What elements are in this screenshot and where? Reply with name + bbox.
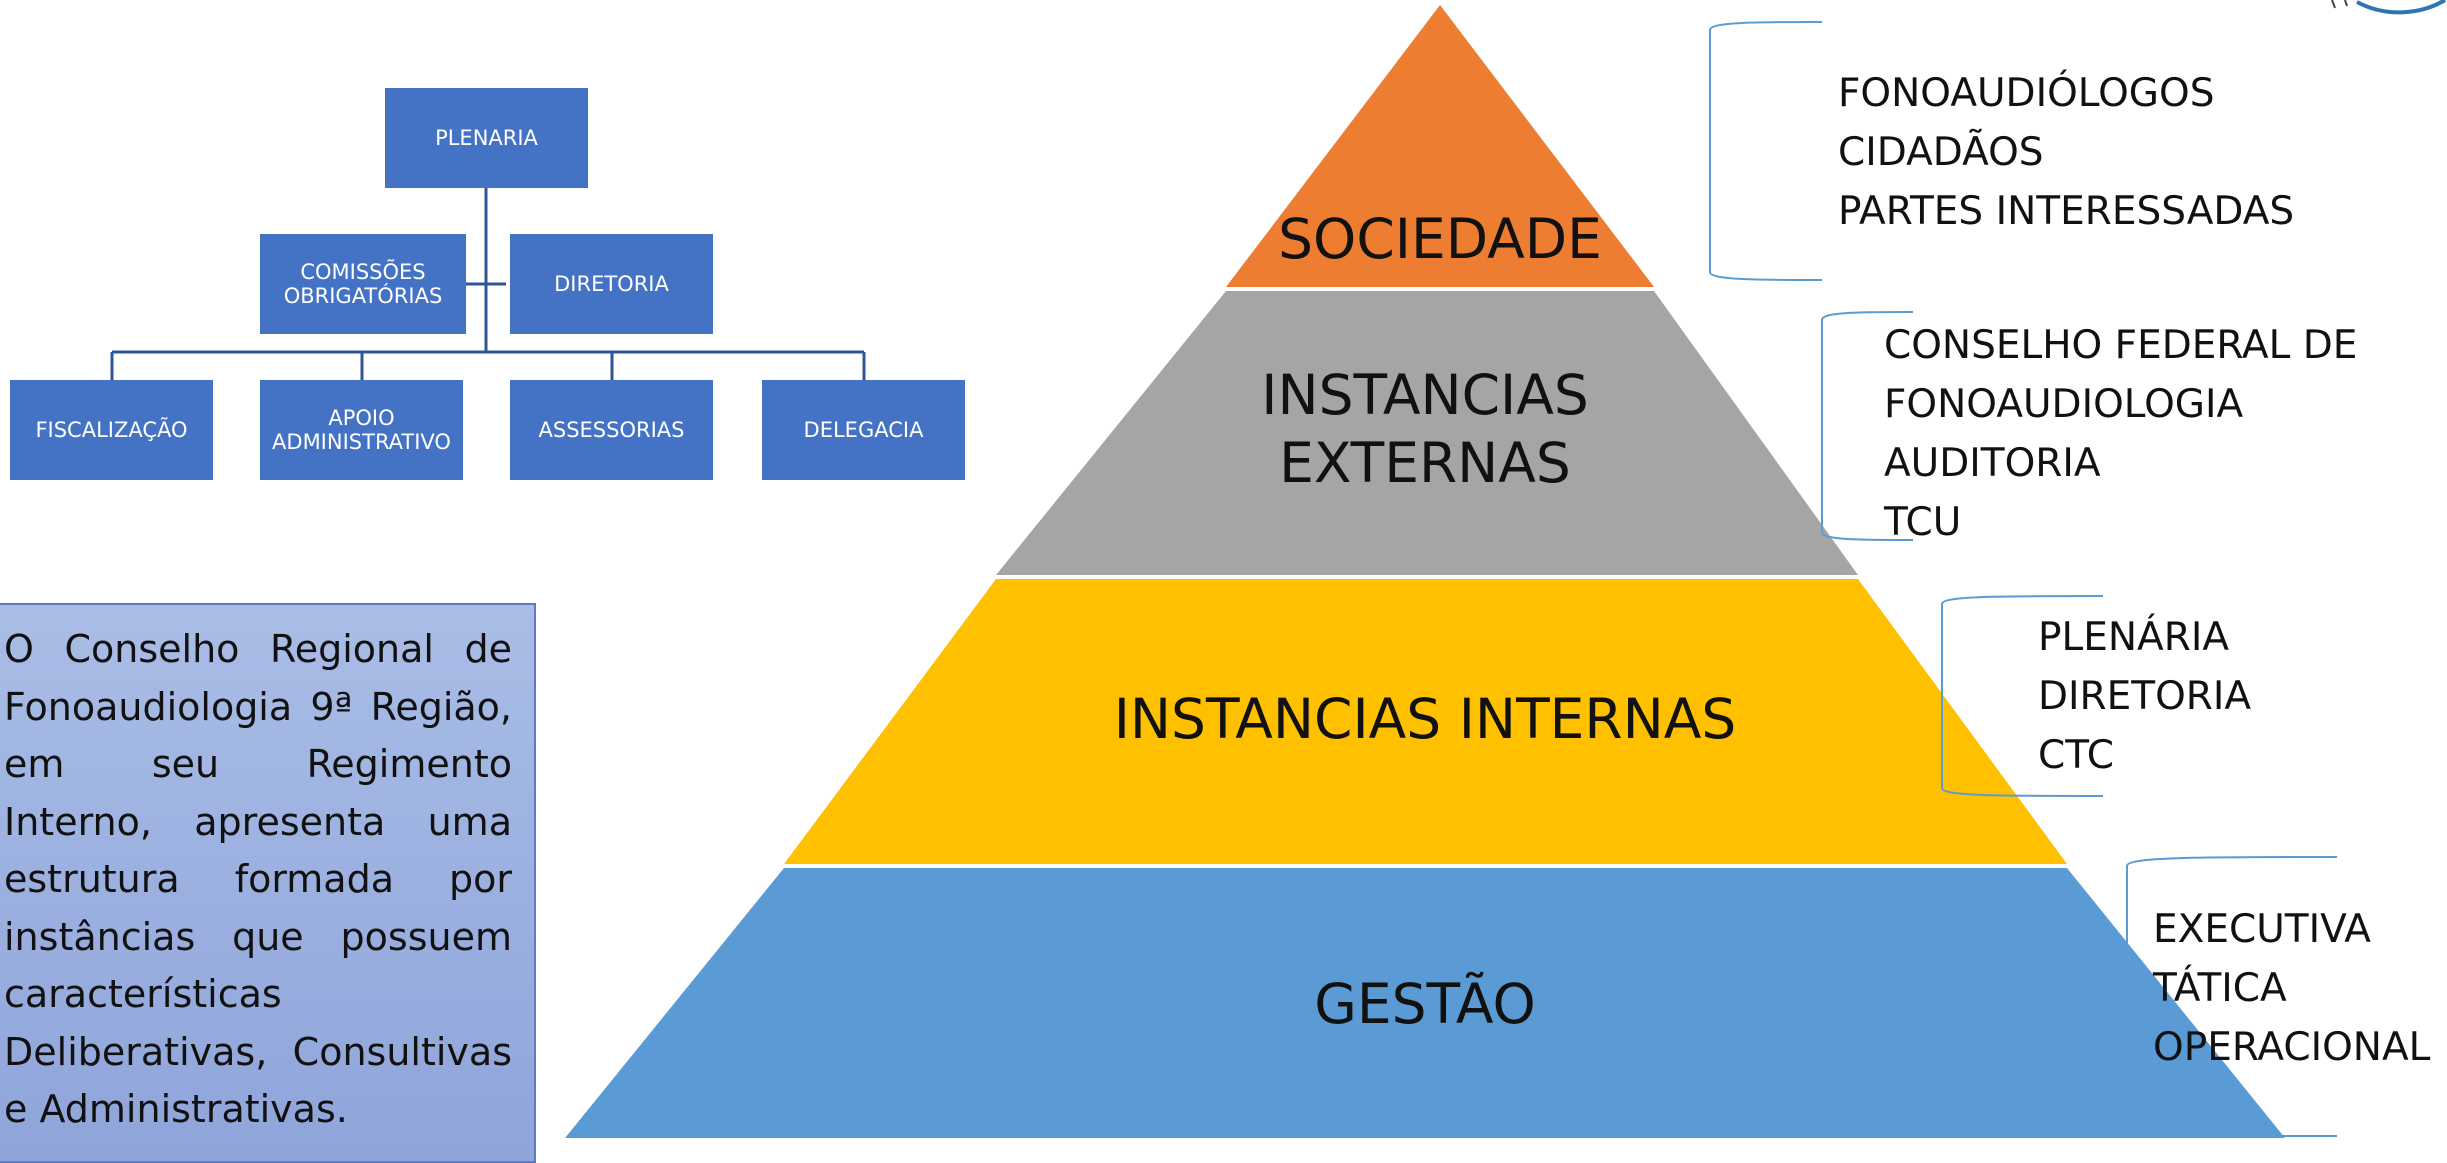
side-item: DIRETORIA — [2038, 674, 2252, 719]
side-item: PLENÁRIA — [2038, 615, 2230, 660]
org-label-apoio-2: ADMINISTRATIVO — [272, 430, 451, 454]
bracket-sociedade — [1709, 21, 1823, 281]
pyramid-label-sociedade-text: SOCIEDADE — [1278, 207, 1602, 272]
bracket-internas — [1941, 595, 2104, 797]
org-label-comissoes-1: COMISSÕES — [300, 259, 426, 284]
pyramid-label-externas-1: INSTANCIAS — [1261, 363, 1589, 428]
pyramid-label-externas: INSTANCIAS EXTERNAS — [1100, 360, 1750, 500]
org-box-apoio: APOIO ADMINISTRATIVO — [260, 380, 463, 480]
side-item: TÁTICA — [2153, 966, 2287, 1011]
org-connectors — [110, 188, 866, 380]
org-label-apoio-1: APOIO — [328, 405, 395, 430]
pyramid-label-internas-text: INSTANCIAS INTERNAS — [1113, 687, 1737, 752]
bracket-externas — [1821, 311, 1914, 541]
org-box-diretoria: DIRETORIA — [510, 234, 713, 334]
pyramid-label-externas-2: EXTERNAS — [1279, 431, 1571, 495]
description-box: O Conselho Regional de Fonoaudiologia 9ª… — [0, 603, 536, 1163]
side-list-sociedade: FONOAUDIÓLOGOS CIDADÃOS PARTES INTERESSA… — [1838, 64, 2294, 241]
pyramid-layer-gestao — [565, 868, 2285, 1138]
side-item: FONOAUDIÓLOGOS — [1838, 71, 2215, 116]
side-item: OPERACIONAL — [2153, 1025, 2431, 1070]
pyramid-label-internas: INSTANCIAS INTERNAS — [1000, 675, 1850, 765]
org-label-plenaria: PLENARIA — [435, 125, 538, 150]
org-label-fiscalizacao: FISCALIZAÇÃO — [35, 417, 188, 442]
side-item: CONSELHO FEDERAL DE — [1884, 323, 2358, 368]
org-box-delegacia: DELEGACIA — [762, 380, 965, 480]
pyramid-label-sociedade: SOCIEDADE — [1226, 195, 1654, 285]
org-label-delegacia: DELEGACIA — [803, 417, 924, 442]
side-item: CIDADÃOS — [1838, 130, 2044, 175]
side-list-externas: CONSELHO FEDERAL DE FONOAUDIOLOGIA AUDIT… — [1884, 316, 2357, 552]
org-box-assessorias: ASSESSORIAS — [510, 380, 713, 480]
side-item: TCU — [1884, 500, 1962, 545]
pyramid — [565, 5, 2338, 1138]
logo-fragment-icon — [2331, 0, 2447, 15]
side-list-gestao: EXECUTIVA TÁTICA OPERACIONAL — [2153, 900, 2430, 1077]
org-label-comissoes-2: OBRIGATÓRIAS — [283, 284, 443, 308]
side-item: CTC — [2038, 733, 2115, 778]
side-list-internas: PLENÁRIA DIRETORIA CTC — [2038, 608, 2251, 785]
side-item: PARTES INTERESSADAS — [1838, 189, 2295, 234]
org-box-comissoes: COMISSÕES OBRIGATÓRIAS — [260, 234, 466, 334]
org-label-diretoria: DIRETORIA — [554, 271, 669, 296]
org-box-plenaria: PLENARIA — [385, 88, 588, 188]
bracket-gestao — [2126, 856, 2338, 1137]
pyramid-layer-internas — [784, 579, 2067, 864]
side-item: EXECUTIVA — [2153, 907, 2371, 952]
org-label-assessorias: ASSESSORIAS — [538, 417, 685, 442]
pyramid-layer-externas — [996, 291, 1858, 575]
pyramid-label-gestao: GESTÃO — [1000, 960, 1850, 1050]
description-text: O Conselho Regional de Fonoaudiologia 9ª… — [4, 627, 512, 1131]
pyramid-layer-sociedade — [1226, 5, 1654, 287]
pyramid-label-gestao-text: GESTÃO — [1314, 972, 1536, 1037]
side-item: FONOAUDIOLOGIA — [1884, 382, 2244, 427]
side-item: AUDITORIA — [1884, 441, 2101, 486]
org-box-fiscalizacao: FISCALIZAÇÃO — [10, 380, 213, 480]
